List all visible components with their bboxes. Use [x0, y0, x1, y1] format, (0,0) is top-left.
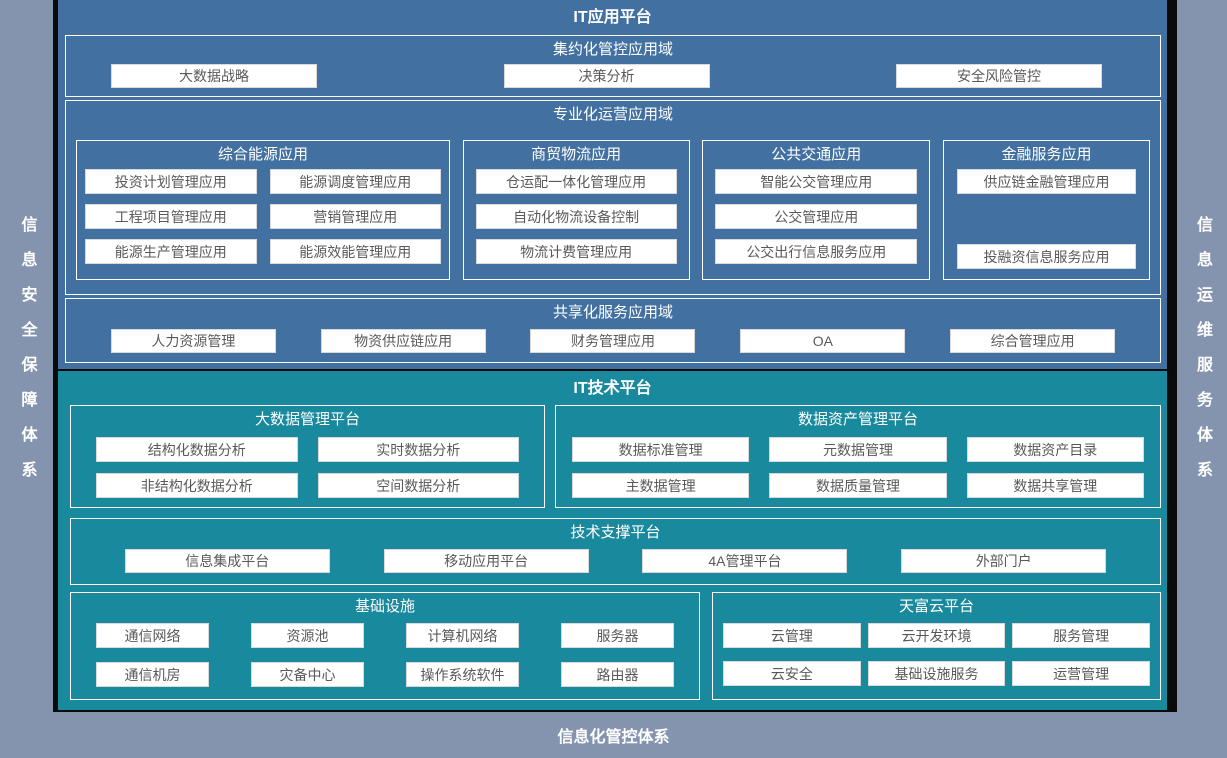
item-box: 非结构化数据分析 — [96, 473, 298, 498]
group-integrated-energy-items: 投资计划管理应用能源调度管理应用工程项目管理应用营销管理应用能源生产管理应用能源… — [77, 167, 449, 264]
item-box: 灾备中心 — [251, 662, 364, 687]
domain-shared-services-items: 人力资源管理 物资供应链应用 财务管理应用 OA 综合管理应用 — [66, 329, 1160, 353]
box-data-asset-items: 数据标准管理元数据管理数据资产目录主数据管理数据质量管理数据共享管理 — [556, 430, 1160, 498]
box-tianfu-cloud-items: 云管理云开发环境服务管理云安全基础设施服务运营管理 — [713, 617, 1160, 686]
item-box: 投资计划管理应用 — [85, 169, 257, 194]
group-trade-logistics: 商贸物流应用 仓运配一体化管理应用自动化物流设备控制物流计费管理应用 — [462, 140, 690, 280]
item-box: 公交出行信息服务应用 — [715, 239, 918, 264]
group-trade-logistics-items: 仓运配一体化管理应用自动化物流设备控制物流计费管理应用 — [464, 167, 689, 264]
item-box: 服务管理 — [1012, 623, 1150, 648]
box-tianfu-cloud-title: 天富云平台 — [898, 598, 974, 615]
group-integrated-energy-title: 综合能源应用 — [217, 146, 308, 163]
item-box: 云安全 — [723, 661, 861, 686]
box-bigdata-title: 大数据管理平台 — [254, 411, 360, 428]
domain-shared-services: 共享化服务应用域 人力资源管理 物资供应链应用 财务管理应用 OA 综合管理应用 — [65, 298, 1161, 363]
group-public-transport-items: 智能公交管理应用公交管理应用公交出行信息服务应用 — [703, 167, 929, 264]
domain-professional-operation-groups: 综合能源应用 投资计划管理应用能源调度管理应用工程项目管理应用营销管理应用能源生… — [66, 140, 1160, 280]
group-financial-services-items: 供应链金融管理应用投融资信息服务应用 — [944, 167, 1149, 269]
item-box: 实时数据分析 — [317, 437, 519, 462]
item-box: 综合管理应用 — [950, 329, 1116, 353]
item-box: 外部门户 — [901, 549, 1107, 573]
item-box: 财务管理应用 — [530, 329, 696, 353]
item-box: 大数据战略 — [111, 64, 317, 88]
item-box: 数据资产目录 — [966, 437, 1144, 462]
item-box: 人力资源管理 — [110, 329, 276, 353]
item-box: 数据共享管理 — [966, 473, 1144, 498]
diagram-frame: IT应用平台 集约化管控应用域 大数据战略 决策分析 安全风险管控 专业化运营应用域… — [53, 0, 1177, 712]
item-box: 云管理 — [723, 623, 861, 648]
item-box: 4A管理平台 — [642, 549, 848, 573]
item-box: 物资供应链应用 — [320, 329, 486, 353]
box-tianfu-cloud-platform: 天富云平台 云管理云开发环境服务管理云安全基础设施服务运营管理 — [712, 592, 1161, 700]
item-box: 运营管理 — [1012, 661, 1150, 686]
domain-intensive-control-title: 集约化管控应用域 — [552, 41, 673, 58]
group-financial-services: 金融服务应用 供应链金融管理应用投融资信息服务应用 — [942, 140, 1150, 280]
box-tech-support-items: 信息集成平台 移动应用平台 4A管理平台 外部门户 — [71, 549, 1160, 573]
box-infrastructure-items: 通信网络 资源池 计算机网络 服务器通信机房 灾备中心 操作系统软件 路由器 — [71, 617, 699, 687]
item-box: 操作系统软件 — [406, 662, 519, 687]
item-box: 资源池 — [251, 623, 364, 648]
bottom-rail-label-informatization-control: 信息化管控体系 — [0, 712, 1227, 758]
box-bigdata-management-platform: 大数据管理平台 结构化数据分析实时数据分析非结构化数据分析空间数据分析 — [70, 405, 545, 508]
box-infrastructure-title: 基础设施 — [354, 598, 415, 615]
left-rail-label-security-assurance: 信息安全保障体系 — [18, 216, 36, 496]
domain-intensive-control: 集约化管控应用域 大数据战略 决策分析 安全风险管控 — [65, 35, 1161, 97]
item-box: 仓运配一体化管理应用 — [475, 169, 677, 194]
domain-professional-operation: 专业化运营应用域 综合能源应用 投资计划管理应用能源调度管理应用工程项目管理应用… — [65, 100, 1161, 295]
box-data-asset-title: 数据资产管理平台 — [797, 411, 918, 428]
it-technology-platform-section: IT技术平台 大数据管理平台 结构化数据分析实时数据分析非结构化数据分析空间数据… — [58, 371, 1167, 710]
group-integrated-energy: 综合能源应用 投资计划管理应用能源调度管理应用工程项目管理应用营销管理应用能源生… — [76, 140, 450, 280]
group-trade-logistics-title: 商贸物流应用 — [531, 146, 622, 163]
item-box: 数据质量管理 — [769, 473, 947, 498]
item-box: 移动应用平台 — [383, 549, 589, 573]
group-financial-services-title: 金融服务应用 — [1001, 146, 1092, 163]
it-application-platform-title: IT应用平台 — [573, 9, 652, 26]
item-box: 主数据管理 — [572, 473, 750, 498]
item-box: 信息集成平台 — [124, 549, 330, 573]
item-box: 空间数据分析 — [317, 473, 519, 498]
item-box: 结构化数据分析 — [96, 437, 298, 462]
group-public-transport-title: 公共交通应用 — [771, 146, 862, 163]
item-box: 营销管理应用 — [269, 204, 441, 229]
item-box: 元数据管理 — [769, 437, 947, 462]
group-public-transport: 公共交通应用 智能公交管理应用公交管理应用公交出行信息服务应用 — [702, 140, 931, 280]
it-technology-platform-title: IT技术平台 — [573, 380, 652, 397]
item-box: 能源生产管理应用 — [85, 239, 257, 264]
item-box: 能源效能管理应用 — [269, 239, 441, 264]
item-box: 自动化物流设备控制 — [475, 204, 677, 229]
item-box: 决策分析 — [503, 64, 710, 88]
item-box: 公交管理应用 — [715, 204, 918, 229]
item-box: 通信网络 — [96, 623, 209, 648]
item-box: 物流计费管理应用 — [475, 239, 677, 264]
domain-shared-services-title: 共享化服务应用域 — [552, 304, 673, 321]
domain-professional-operation-title: 专业化运营应用域 — [552, 106, 673, 123]
item-box: 数据标准管理 — [572, 437, 750, 462]
it-application-platform-section: IT应用平台 集约化管控应用域 大数据战略 决策分析 安全风险管控 专业化运营应用域… — [58, 0, 1167, 369]
item-box: 云开发环境 — [867, 623, 1006, 648]
item-box: 计算机网络 — [406, 623, 519, 648]
item-box: 供应链金融管理应用 — [956, 169, 1136, 194]
right-rail-label-ops-service: 信息运维服务体系 — [1194, 216, 1211, 496]
domain-intensive-control-items: 大数据战略 决策分析 安全风险管控 — [66, 60, 1160, 88]
item-box: 路由器 — [561, 662, 674, 687]
item-box: 工程项目管理应用 — [85, 204, 257, 229]
box-bigdata-items: 结构化数据分析实时数据分析非结构化数据分析空间数据分析 — [71, 430, 544, 498]
box-tech-support-title: 技术支撑平台 — [570, 524, 661, 541]
item-box: 能源调度管理应用 — [269, 169, 441, 194]
item-box: 通信机房 — [96, 662, 209, 687]
box-data-asset-management-platform: 数据资产管理平台 数据标准管理元数据管理数据资产目录主数据管理数据质量管理数据共… — [555, 405, 1161, 508]
item-box: 服务器 — [561, 623, 674, 648]
box-infrastructure: 基础设施 通信网络 资源池 计算机网络 服务器通信机房 灾备中心 操作系统软件 路由器 — [70, 592, 700, 700]
item-box: 智能公交管理应用 — [715, 169, 918, 194]
item-box: 基础设施服务 — [867, 661, 1006, 686]
item-box: 安全风险管控 — [896, 64, 1102, 88]
box-tech-support-platform: 技术支撑平台 信息集成平台 移动应用平台 4A管理平台 外部门户 — [70, 518, 1161, 585]
item-box: OA — [740, 329, 906, 353]
item-box: 投融资信息服务应用 — [956, 244, 1136, 269]
